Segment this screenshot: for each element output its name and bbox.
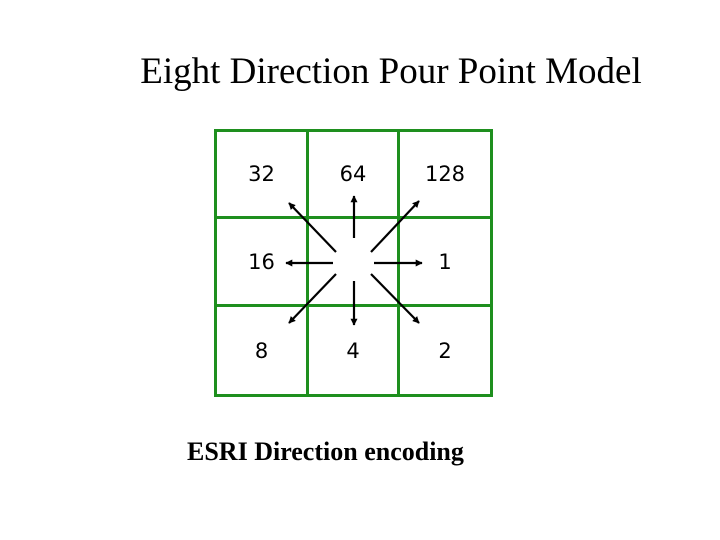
diagram-title: Eight Direction Pour Point Model <box>140 51 642 92</box>
caption: ESRI Direction encoding <box>187 437 464 466</box>
cell-down-left: 8 <box>217 307 309 394</box>
cell-up-right: 128 <box>400 132 490 219</box>
cell-up-left: 32 <box>217 132 309 219</box>
cell-center <box>309 219 400 307</box>
cell-down-right: 2 <box>438 338 452 363</box>
cell-right: 1 <box>400 219 490 307</box>
cell-up: 64 <box>309 132 400 219</box>
direction-grid: 32 64 128 16 1 8 4 2 <box>214 129 493 397</box>
cell-left: 16 <box>217 219 309 307</box>
cell-down: 4 <box>309 307 400 394</box>
